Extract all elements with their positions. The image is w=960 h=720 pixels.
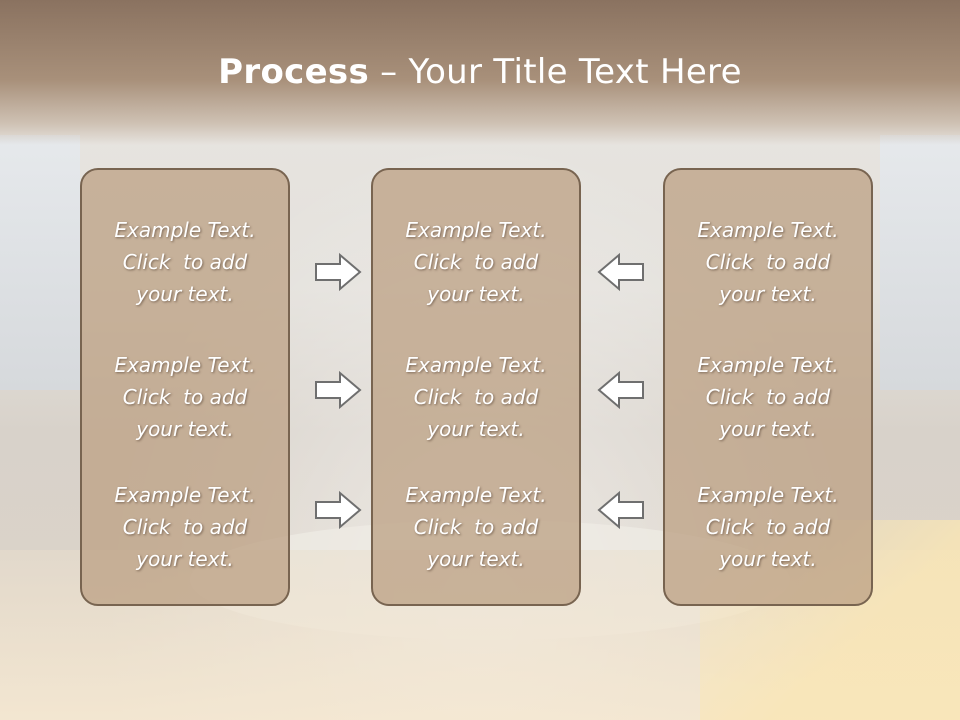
arrow-left-icon [597, 370, 645, 410]
text-line: Example Text. [405, 218, 547, 242]
text-block[interactable]: Example Text. Click to add your text. [373, 349, 579, 445]
text-line: your text. [427, 417, 525, 441]
text-block[interactable]: Example Text. Click to add your text. [373, 479, 579, 575]
process-box-left[interactable]: Example Text. Click to add your text. Ex… [80, 168, 290, 606]
window-left [0, 135, 80, 390]
text-line: Click to add [413, 515, 539, 539]
text-block[interactable]: Example Text. Click to add your text. [665, 479, 871, 575]
text-line: your text. [719, 417, 817, 441]
arrow-left-icon [597, 490, 645, 530]
text-line: your text. [136, 282, 234, 306]
text-line: your text. [719, 547, 817, 571]
text-line: Click to add [705, 385, 831, 409]
text-line: Click to add [705, 250, 831, 274]
text-line: Click to add [413, 250, 539, 274]
text-line: your text. [136, 547, 234, 571]
text-block[interactable]: Example Text. Click to add your text. [665, 214, 871, 310]
process-box-right[interactable]: Example Text. Click to add your text. Ex… [663, 168, 873, 606]
text-line: Click to add [122, 385, 248, 409]
title-bar [0, 0, 960, 145]
text-line: your text. [719, 282, 817, 306]
text-block[interactable]: Example Text. Click to add your text. [82, 214, 288, 310]
text-line: your text. [427, 282, 525, 306]
text-line: Click to add [122, 515, 248, 539]
title-rest: – Your Title Text Here [369, 52, 742, 92]
arrow-right-icon [314, 252, 362, 292]
text-line: your text. [427, 547, 525, 571]
text-block[interactable]: Example Text. Click to add your text. [82, 349, 288, 445]
text-block[interactable]: Example Text. Click to add your text. [373, 214, 579, 310]
text-line: Example Text. [114, 218, 256, 242]
text-line: Example Text. [697, 353, 839, 377]
title-bold: Process [218, 52, 370, 92]
arrow-right-icon [314, 370, 362, 410]
text-line: Example Text. [697, 483, 839, 507]
text-block[interactable]: Example Text. Click to add your text. [665, 349, 871, 445]
text-line: Example Text. [697, 218, 839, 242]
text-line: Click to add [413, 385, 539, 409]
window-right [880, 135, 960, 390]
process-box-center[interactable]: Example Text. Click to add your text. Ex… [371, 168, 581, 606]
text-line: Click to add [122, 250, 248, 274]
text-line: Example Text. [405, 353, 547, 377]
text-line: Click to add [705, 515, 831, 539]
arrow-right-icon [314, 490, 362, 530]
text-line: your text. [136, 417, 234, 441]
text-line: Example Text. [405, 483, 547, 507]
text-line: Example Text. [114, 353, 256, 377]
slide-title[interactable]: Process – Your Title Text Here [0, 52, 960, 92]
arrow-left-icon [597, 252, 645, 292]
text-block[interactable]: Example Text. Click to add your text. [82, 479, 288, 575]
text-line: Example Text. [114, 483, 256, 507]
